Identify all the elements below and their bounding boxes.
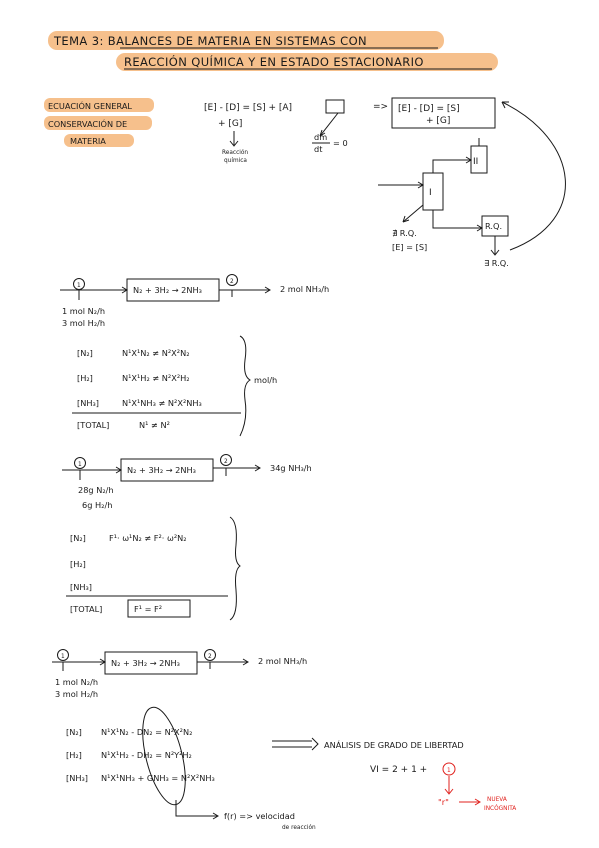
- general-label-highlight-3: [64, 134, 134, 147]
- e-equals-s-note: [E] = [S]: [392, 242, 427, 252]
- new-unknown-circle: [442, 762, 456, 776]
- stream-1-label: 1: [78, 462, 82, 468]
- steady-state-eq-2: + [G]: [426, 116, 450, 126]
- balance-eq-total: F¹ = F²: [134, 604, 162, 614]
- new-unknown-note-1: NUEVA: [487, 797, 507, 803]
- general-equation-gen: + [G]: [218, 119, 242, 129]
- balance-label-n2: [N₂]: [70, 533, 86, 543]
- stream-1-marker: [74, 457, 86, 469]
- rate-function-note: f(r) => velocidad: [224, 811, 295, 821]
- reaction-equation: N₂ + 3H₂ → 2NH₃: [127, 465, 196, 475]
- feed-h2: 3 mol H₂/h: [62, 318, 105, 328]
- steady-state-eq-1: [E] - [D] = [S]: [398, 104, 460, 114]
- product-flow: 2 mol NH₃/h: [258, 656, 307, 666]
- title-line-2: REACCIÓN QUÍMICA Y EN ESTADO ESTACIONARI…: [124, 54, 424, 69]
- example-2: 1 N₂ + 3H₂ → 2NH₃ 2 34g NH₃/h 28g N₂/h 6…: [62, 454, 312, 621]
- generation-note-2: química: [224, 157, 247, 164]
- balance-eq-h2: N¹X¹H₂ - DH₂ = N²Y²H₂: [101, 750, 192, 760]
- feed-h2: 6g H₂/h: [82, 500, 112, 510]
- example-3: 1 N₂ + 3H₂ → 2NH₃ 2 2 mol NH₃/h 1 mol N₂…: [52, 649, 516, 831]
- product-flow: 2 mol NH₃/h: [280, 284, 329, 294]
- balance-eq-n2: N¹X¹N₂ ≠ N²X²N₂: [122, 348, 189, 358]
- accumulation-box: [325, 99, 345, 114]
- dof-equation: VI = 2 + 1 +: [370, 765, 427, 775]
- dof-analysis-label: ANÁLISIS DE GRADO DE LIBERTAD: [324, 739, 464, 750]
- reactor-box: [104, 651, 198, 675]
- reaction-equation: N₂ + 3H₂ → 2NH₃: [111, 658, 180, 668]
- stream-2-marker: [226, 274, 238, 286]
- dt-denominator: dt: [314, 144, 323, 154]
- title-highlight-2: [116, 53, 498, 71]
- process-diagram: I II R.Q. ∃ R.Q. ∄ R.Q. [E] = [S]: [378, 101, 566, 268]
- new-unknown-count: 1: [447, 768, 451, 774]
- stream-2-label: 2: [224, 459, 228, 465]
- stream-1-marker: [57, 649, 69, 661]
- unit-RQ-label: R.Q.: [485, 221, 502, 231]
- exists-rq-note: ∃ R.Q.: [484, 258, 509, 268]
- stream-2-label: 2: [208, 654, 212, 660]
- general-label-highlight-1: [44, 98, 154, 112]
- balance-label-h2: [H₂]: [66, 750, 82, 760]
- example-1: 1 N₂ + 3H₂ → 2NH₃ 2 2 mol NH₃/h 1 mol N₂…: [60, 274, 329, 437]
- dm-numerator: dm: [314, 132, 327, 142]
- total-box: [127, 599, 191, 618]
- stream-2-label: 2: [230, 279, 234, 285]
- steady-state-box: [391, 97, 496, 129]
- balance-label-n2: [N₂]: [66, 727, 82, 737]
- curved-link-arrow: [501, 101, 566, 251]
- balance-label-h2: [H₂]: [77, 373, 93, 383]
- general-label-line-3: MATERIA: [70, 136, 106, 146]
- new-unknown-note-2: INCÓGNITA: [484, 805, 516, 812]
- balance-eq-h2: N¹X¹H₂ ≠ N²X²H₂: [122, 373, 190, 383]
- reactor-box: [120, 458, 214, 482]
- general-label-line-1: ECUACIÓN GENERAL: [48, 100, 132, 111]
- general-label-line-2: CONSERVACIÓN DE: [48, 118, 127, 129]
- title-block: TEMA 3: BALANCES DE MATERIA EN SISTEMAS …: [48, 31, 498, 71]
- general-equation-left: [E] - [D] = [S] + [A]: [204, 103, 292, 113]
- balance-label-nh3: [NH₃]: [77, 398, 99, 408]
- stream-2-marker: [204, 649, 216, 661]
- feed-n2: 1 mol N₂/h: [55, 677, 98, 687]
- brace: [239, 335, 252, 437]
- general-equation-section: ECUACIÓN GENERAL CONSERVACIÓN DE MATERIA…: [44, 97, 566, 268]
- balance-label-nh3: [NH₃]: [66, 773, 88, 783]
- feed-n2: 1 mol N₂/h: [62, 306, 105, 316]
- balance-label-nh3: [NH₃]: [70, 582, 92, 592]
- balance-eq-nh3: N¹X¹NH₃ ≠ N²X²NH₃: [122, 398, 202, 408]
- stream-1-label: 1: [77, 283, 81, 289]
- balance-eq-total: N¹ ≠ N²: [139, 420, 170, 430]
- feed-n2: 28g N₂/h: [78, 485, 114, 495]
- general-label-highlight-2: [44, 116, 152, 130]
- balance-eq-n2: N¹X¹N₂ - DN₂ = N²X²N₂: [101, 727, 192, 737]
- stream-1-label: 1: [61, 654, 65, 660]
- rate-variable: "r": [438, 797, 449, 807]
- balance-label-h2: [H₂]: [70, 559, 86, 569]
- brace: [229, 516, 241, 621]
- unit-I-label: I: [429, 188, 432, 198]
- no-rq-note: ∄ R.Q.: [392, 228, 417, 238]
- product-flow: 34g NH₃/h: [270, 463, 312, 473]
- stream-2-marker: [220, 454, 232, 466]
- rate-function-note-2: de reacción: [282, 824, 316, 831]
- units-mol-h: mol/h: [254, 375, 277, 385]
- balance-eq-nh3: N¹X¹NH₃ + GNH₃ = N²X²NH₃: [101, 773, 215, 783]
- title-line-1: TEMA 3: BALANCES DE MATERIA EN SISTEMAS …: [53, 34, 367, 48]
- unit-I-box: [422, 172, 444, 211]
- balance-label-n2: [N₂]: [77, 348, 93, 358]
- generation-note-1: Reacción: [222, 149, 248, 156]
- balance-eq-n2: F¹· ω¹N₂ ≠ F²· ω²N₂: [109, 533, 187, 543]
- dm-dt-zero: = 0: [333, 138, 348, 148]
- stream-1-marker: [73, 278, 85, 290]
- balance-label-total: [TOTAL]: [77, 420, 109, 430]
- title-highlight-1: [48, 31, 444, 50]
- implies-arrow: =>: [373, 102, 388, 112]
- reaction-equation: N₂ + 3H₂ → 2NH₃: [133, 285, 202, 295]
- balance-label-total: [TOTAL]: [70, 604, 102, 614]
- feed-h2: 3 mol H₂/h: [55, 689, 98, 699]
- unit-II-label: II: [473, 157, 478, 167]
